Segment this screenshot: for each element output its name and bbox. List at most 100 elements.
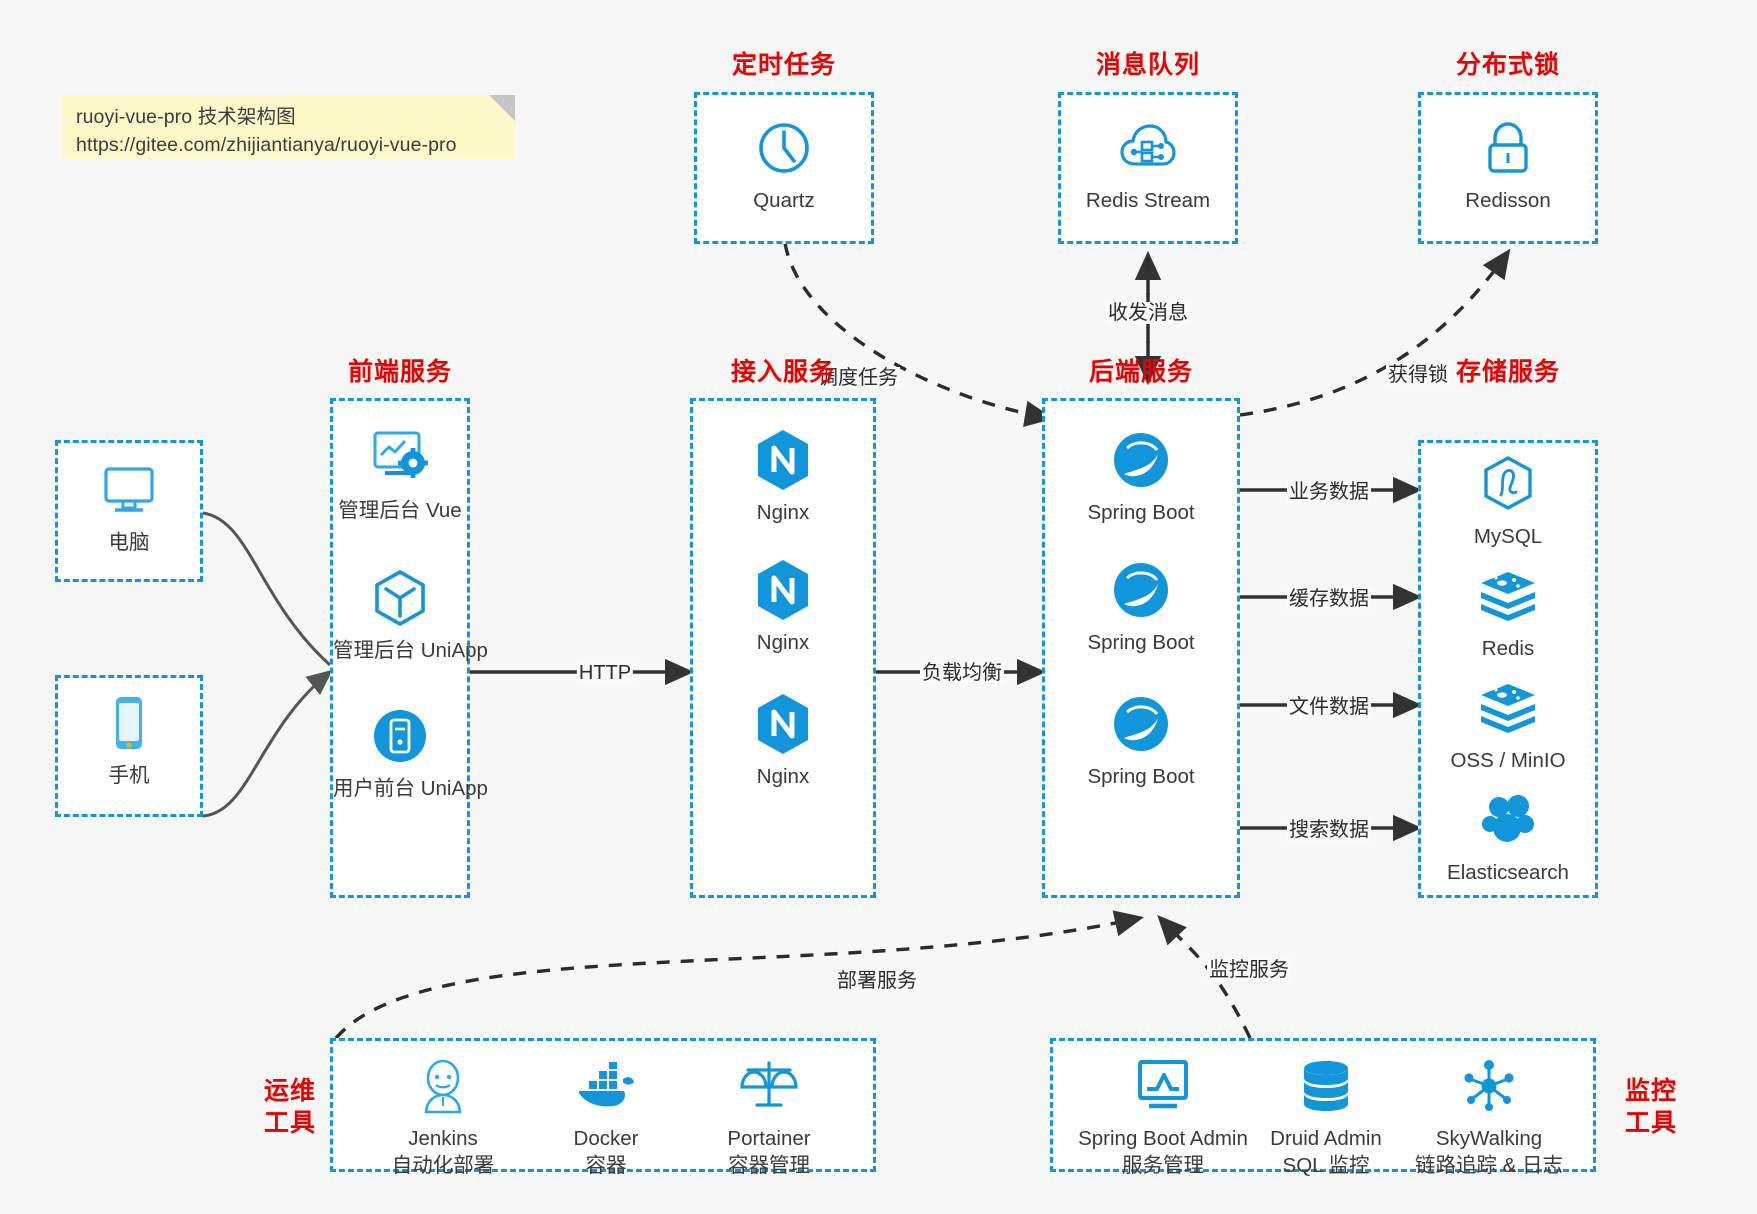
redis-icon <box>1421 565 1595 627</box>
group-title-frontend: 前端服务 <box>347 358 452 386</box>
cloud-network-icon <box>1061 117 1235 179</box>
group-distributed-lock[interactable]: Redisson <box>1418 92 1598 244</box>
mysql-icon <box>1421 453 1595 515</box>
node-label: 电脑 <box>108 531 150 554</box>
group-title-devops-line1: 运维 <box>263 1077 316 1105</box>
legend-note: ruoyi-vue-pro 技术架构图 https://gitee.com/zh… <box>62 95 515 159</box>
lock-icon <box>1421 117 1595 179</box>
edge-label-business-data: 业务数据 <box>1287 481 1371 503</box>
group-storage[interactable]: MySQL Redis OSS <box>1418 440 1598 898</box>
node-label: Nginx <box>756 765 810 788</box>
node-jenkins[interactable]: Jenkins 自动化部署 <box>343 1055 543 1179</box>
node-label: Portainer <box>727 1127 811 1150</box>
node-label: OSS / MinIO <box>1450 749 1566 772</box>
node-label: 用户前台 UniApp <box>333 777 488 800</box>
node-label: Quartz <box>753 189 815 212</box>
node-label: Druid Admin <box>1270 1127 1382 1150</box>
node-label: Spring Boot <box>1087 631 1195 654</box>
node-sublabel: 链路追踪 & 日志 <box>1414 1153 1564 1177</box>
edge-label-http: HTTP <box>576 662 634 684</box>
elasticsearch-icon <box>1421 789 1595 851</box>
node-elasticsearch[interactable]: Elasticsearch <box>1421 789 1595 887</box>
edge-label-load-balance: 负载均衡 <box>920 662 1004 684</box>
node-nginx-3[interactable]: Nginx <box>693 693 873 791</box>
node-mobile[interactable]: 手机 <box>58 692 200 790</box>
group-monitoring[interactable]: Spring Boot Admin 服务管理 Druid Admin SQL 监… <box>1050 1038 1596 1177</box>
node-desktop[interactable]: 电脑 <box>58 459 200 557</box>
node-label: Nginx <box>756 501 810 524</box>
edge-label-acquire-lock: 获得锁 <box>1386 364 1450 386</box>
node-sublabel: 自动化部署 <box>391 1153 495 1177</box>
group-devops[interactable]: Jenkins 自动化部署 Docker 容器 <box>330 1038 876 1177</box>
group-title-monitoring: 监控 工具 <box>1616 1075 1686 1139</box>
node-label: Spring Boot <box>1087 765 1195 788</box>
node-quartz[interactable]: Quartz <box>697 117 871 215</box>
group-frontend[interactable]: 管理后台 Vue 管理后台 UniApp 用户前台 UniApp <box>330 398 488 898</box>
node-spring-boot-1[interactable]: Spring Boot <box>1045 429 1237 527</box>
desktop-monitor-icon <box>58 459 200 521</box>
node-label: Redis Stream <box>1085 189 1211 212</box>
node-redis-stream[interactable]: Redis Stream <box>1061 117 1235 215</box>
node-label: Spring Boot <box>1087 501 1195 524</box>
note-fold-corner <box>489 95 515 121</box>
clock-icon <box>697 117 871 179</box>
spring-boot-icon <box>1045 429 1237 491</box>
skywalking-icon <box>1389 1055 1589 1117</box>
node-spring-boot-admin[interactable]: Spring Boot Admin 服务管理 <box>1063 1055 1263 1179</box>
node-docker[interactable]: Docker 容器 <box>506 1055 706 1179</box>
node-label: 管理后台 Vue <box>338 499 462 522</box>
node-admin-uniapp[interactable]: 管理后台 UniApp <box>333 567 488 665</box>
group-client-mobile[interactable]: 手机 <box>55 675 203 817</box>
monitor-chart-icon <box>1063 1055 1263 1117</box>
group-client-desktop[interactable]: 电脑 <box>55 440 203 582</box>
node-label: Nginx <box>756 631 810 654</box>
group-title-storage: 存储服务 <box>1455 358 1560 386</box>
note-title: ruoyi-vue-pro 技术架构图 <box>76 106 296 128</box>
nginx-icon <box>693 693 873 755</box>
node-label: MySQL <box>1473 525 1543 548</box>
edge-label-search-data: 搜索数据 <box>1287 819 1371 841</box>
node-label: Jenkins <box>408 1127 478 1150</box>
node-oss-minio[interactable]: OSS / MinIO <box>1421 677 1595 775</box>
spring-boot-icon <box>1045 693 1237 755</box>
edge-label-monitor-service: 监控服务 <box>1207 959 1291 981</box>
node-mysql[interactable]: MySQL <box>1421 453 1595 551</box>
group-title-message-queue: 消息队列 <box>1095 51 1200 79</box>
node-label: Elasticsearch <box>1447 861 1569 884</box>
edge-label-cache-data: 缓存数据 <box>1287 588 1371 610</box>
node-admin-vue[interactable]: 管理后台 Vue <box>333 427 467 525</box>
node-label: SkyWalking <box>1435 1127 1543 1150</box>
node-redis[interactable]: Redis <box>1421 565 1595 663</box>
node-sublabel: 服务管理 <box>1122 1153 1204 1177</box>
node-label: 管理后台 UniApp <box>333 639 488 662</box>
docker-icon <box>506 1055 706 1117</box>
database-icon <box>1226 1055 1426 1117</box>
node-nginx-2[interactable]: Nginx <box>693 559 873 657</box>
redis-icon <box>1421 677 1595 739</box>
group-title-distributed-lock: 分布式锁 <box>1455 51 1560 79</box>
app-circle-icon <box>333 705 467 767</box>
group-scheduled-task[interactable]: Quartz <box>694 92 874 244</box>
scales-icon <box>669 1055 869 1117</box>
node-label: 手机 <box>108 764 150 787</box>
group-backend[interactable]: Spring Boot Spring Boot Spring Boot <box>1042 398 1240 898</box>
node-redisson[interactable]: Redisson <box>1421 117 1595 215</box>
group-title-devops-line2: 工具 <box>263 1109 316 1137</box>
node-user-uniapp[interactable]: 用户前台 UniApp <box>333 705 488 803</box>
node-label: Redis <box>1481 637 1535 660</box>
node-spring-boot-3[interactable]: Spring Boot <box>1045 693 1237 791</box>
node-skywalking[interactable]: SkyWalking 链路追踪 & 日志 <box>1389 1055 1589 1179</box>
group-gateway[interactable]: Nginx Nginx Nginx <box>690 398 876 898</box>
spring-boot-icon <box>1045 559 1237 621</box>
node-druid-admin[interactable]: Druid Admin SQL 监控 <box>1226 1055 1426 1179</box>
node-nginx-1[interactable]: Nginx <box>693 429 873 527</box>
nginx-icon <box>693 559 873 621</box>
edge-label-send-receive: 收发消息 <box>1106 302 1190 324</box>
node-portainer[interactable]: Portainer 容器管理 <box>669 1055 869 1179</box>
group-message-queue[interactable]: Redis Stream <box>1058 92 1238 244</box>
cube-y-icon <box>333 567 467 629</box>
node-sublabel: 容器管理 <box>728 1153 810 1177</box>
node-sublabel: 容器 <box>585 1153 627 1177</box>
note-url: https://gitee.com/zhijiantianya/ruoyi-vu… <box>76 133 457 156</box>
node-spring-boot-2[interactable]: Spring Boot <box>1045 559 1237 657</box>
